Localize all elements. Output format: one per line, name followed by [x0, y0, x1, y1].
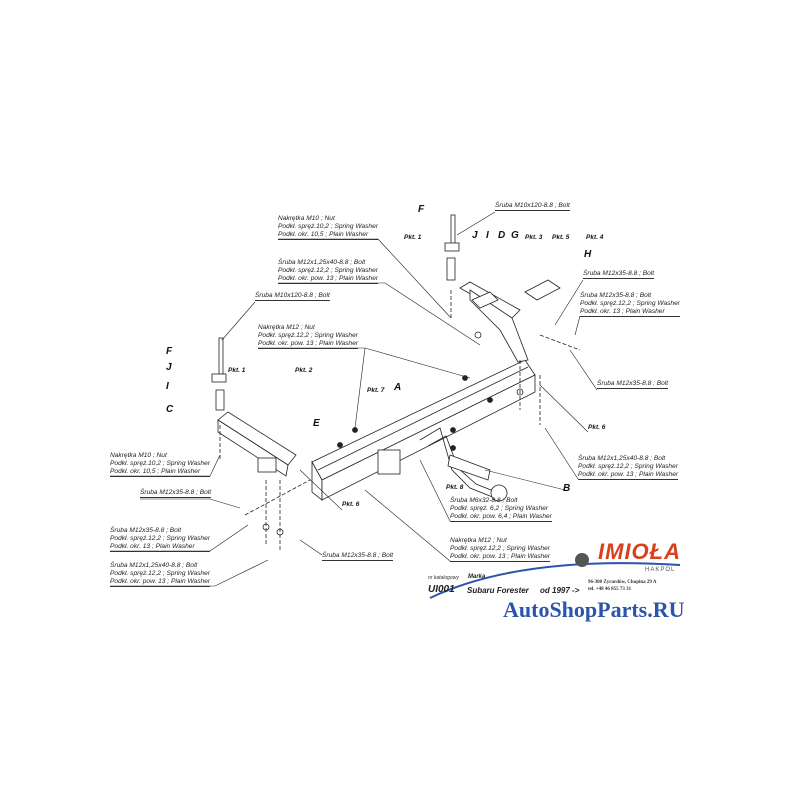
vehicle-year: od 1997 ->: [540, 586, 580, 595]
part-letter-b: B: [563, 483, 571, 494]
point-6-right: Pkt. 6: [588, 424, 606, 431]
point-4: Pkt. 4: [586, 234, 604, 241]
tow-ball-logo-icon: [575, 553, 589, 567]
catalog-number: UI001: [428, 584, 455, 595]
main-beam: [311, 359, 536, 501]
point-2: Pkt. 2: [295, 367, 313, 374]
point-6-left: Pkt. 6: [342, 501, 360, 508]
label-bolt-m12x35-r1: Śruba M12x35-8.8 ; Bolt: [583, 270, 655, 279]
point-1-left: Pkt. 1: [228, 367, 246, 374]
hakpol-label: HAKPOL: [645, 567, 676, 573]
part-letter-a: A: [394, 382, 402, 393]
ball-mount: [377, 427, 508, 502]
part-letter-f: F: [418, 204, 425, 215]
label-bolt-m10-left: Śruba M10x120-8.8 ; Bolt: [255, 292, 330, 301]
point-8: Pkt. 8: [446, 484, 464, 491]
right-bracket: [459, 279, 561, 363]
part-letter-c: C: [166, 404, 174, 415]
label-bolt-m12x35-bottom: Śruba M12x35-8.8 ; Bolt: [322, 552, 394, 561]
company-address: 96-300 Żyrardów, Chopina 29 A: [588, 580, 657, 585]
company-phone: tel. +48 46 855 73 31: [588, 587, 632, 592]
point-3: Pkt. 3: [525, 234, 543, 241]
vehicle-make: Subaru Forester: [467, 586, 529, 595]
part-letter-f-left: F: [166, 346, 173, 357]
part-letter-i: I: [486, 230, 489, 241]
part-letter-e: E: [313, 418, 320, 429]
point-5: Pkt. 5: [552, 234, 570, 241]
part-letter-j: J: [472, 230, 478, 241]
imiola-logo: IMIOŁA: [598, 539, 681, 564]
part-letter-h: H: [584, 249, 592, 260]
part-letter-j-left: J: [166, 362, 172, 373]
make-label: Marka: [468, 574, 486, 580]
label-bolt-m12x35-l1: Śruba M12x35-8.8 ; Bolt: [140, 489, 212, 498]
catalog-number-label: nr katalogowy: [428, 575, 459, 581]
label-bolt-m10-top: Śruba M10x120-8.8 ; Bolt: [495, 202, 570, 211]
bolts: [211, 214, 581, 550]
watermark: AutoShopParts.RU: [503, 597, 685, 622]
left-bracket: [217, 411, 297, 477]
logo-swoosh: [429, 562, 681, 599]
part-letter-i-left: I: [166, 381, 169, 392]
part-letter-d: D: [498, 230, 506, 241]
label-bolt-m12x35-r3: Śruba M12x35-8.8 ; Bolt: [597, 380, 669, 389]
point-7: Pkt. 7: [367, 387, 385, 394]
part-letter-g: G: [511, 230, 519, 241]
point-1-top: Pkt. 1: [404, 234, 422, 241]
